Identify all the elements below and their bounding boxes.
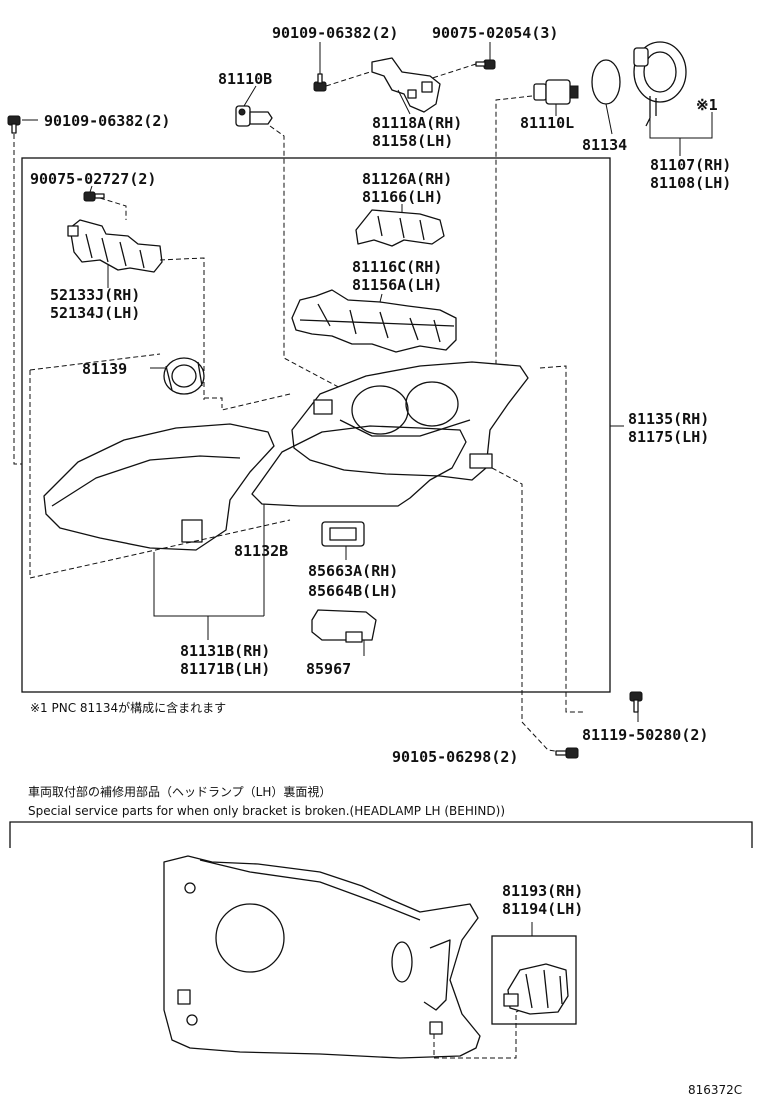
label-socket-81107: 81107(RH) (650, 156, 731, 174)
special-parts-frame (9, 821, 753, 848)
label-lens-81171b: 81171B(LH) (180, 660, 270, 678)
label-screw-90109-top: 90109-06382(2) (272, 24, 398, 42)
label-gasket-81132b: 81132B (234, 542, 288, 560)
label-part-81166: 81166(LH) (362, 188, 443, 206)
figure-code: 816372C (688, 1083, 742, 1097)
label-part-81156a: 81156A(LH) (352, 276, 442, 294)
screw-90075-top-icon (475, 59, 496, 70)
label-socket-81108: 81108(LH) (650, 174, 731, 192)
label-screw-90075-inner: 90075-02727(2) (30, 170, 156, 188)
label-bulb-81110b: 81110B (218, 70, 272, 88)
part-81139-icon (163, 357, 205, 395)
label-computer-85663a: 85663A(RH) (308, 562, 398, 580)
ring-81134-icon (591, 59, 621, 105)
label-assy-81175: 81175(LH) (628, 428, 709, 446)
label-ring-81134: 81134 (582, 136, 627, 154)
label-module-85967: 85967 (306, 660, 351, 678)
screw-90109-top-icon (313, 73, 327, 92)
label-lens-81131b: 81131B(RH) (180, 642, 270, 660)
screw-90105-icon (555, 747, 579, 759)
special-parts-title-en: Special service parts for when only brac… (28, 804, 505, 818)
label-screw-90105: 90105-06298(2) (392, 748, 518, 766)
bracket-52133j-icon (67, 219, 163, 273)
screw-90075-inner-icon (83, 191, 105, 202)
label-bulb-81110l: 81110L (520, 114, 574, 132)
screw-81119-icon (629, 691, 643, 713)
bulb-81110l-icon (533, 79, 579, 105)
label-computer-85664b: 85664B(LH) (308, 582, 398, 600)
label-bracket-81194: 81194(LH) (502, 900, 583, 918)
label-screw-90109-left: 90109-06382(2) (44, 112, 170, 130)
headlamp-behind-icon (163, 855, 481, 1059)
bracket-81193-icon (503, 963, 569, 1015)
screw-90109-left-icon (7, 115, 21, 134)
label-bracket-52134j: 52134J(LH) (50, 304, 140, 322)
label-part-81116c: 81116C(RH) (352, 258, 442, 276)
label-screw-90075-top: 90075-02054(3) (432, 24, 558, 42)
computer-85663a-icon (321, 521, 365, 547)
headlamp-assembly-icon (291, 361, 529, 481)
label-assy-81135: 81135(RH) (628, 410, 709, 428)
footnote: ※1 PNC 81134が構成に含まれます (30, 700, 226, 715)
label-bracket-52133j: 52133J(RH) (50, 286, 140, 304)
label-bracket-81158: 81158(LH) (372, 132, 453, 150)
label-part-81126a: 81126A(RH) (362, 170, 452, 188)
bulb-81110b-icon (235, 105, 273, 127)
part-81126a-icon (355, 209, 445, 247)
lens-81131b-icon (43, 423, 275, 551)
special-parts-title-jp: 車両取付部の補修用部品（ヘッドランプ（LH）裏面視） (28, 784, 331, 799)
assembly-frame (21, 157, 611, 693)
bracket-81193-box (491, 935, 577, 1025)
label-bracket-81118a: 81118A(RH) (372, 114, 462, 132)
socket-81107-icon (633, 41, 687, 127)
label-screw-81119: 81119-50280(2) (582, 726, 708, 744)
label-bracket-81193: 81193(RH) (502, 882, 583, 900)
bracket-81118a-icon (371, 57, 441, 113)
module-85967-icon (311, 609, 377, 643)
part-81116c-icon (291, 289, 457, 353)
label-note-mark: ※1 (696, 96, 718, 114)
gasket-81132b-icon (251, 425, 467, 507)
label-part-81139: 81139 (82, 360, 127, 378)
